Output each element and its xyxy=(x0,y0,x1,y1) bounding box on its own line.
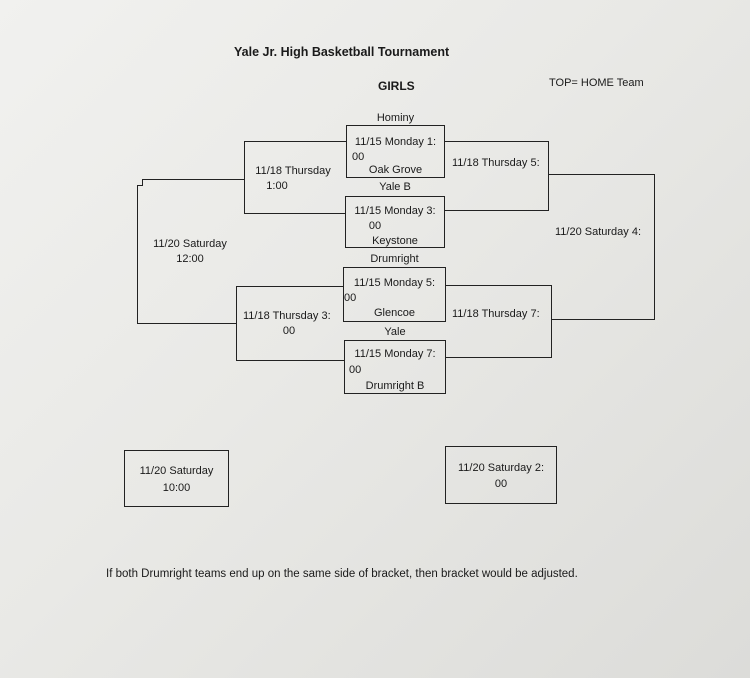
page-title: Yale Jr. High Basketball Tournament xyxy=(234,45,450,59)
r1g3-game-label: 11/15 Monday 5: xyxy=(353,277,436,289)
r1g2-bottom-team: Keystone xyxy=(372,235,418,247)
round1-game-1-box xyxy=(346,125,445,178)
r1g2-time: 00 xyxy=(368,220,382,232)
r1g1-game-label: 11/15 Monday 1: xyxy=(354,136,437,148)
r1g4-time: 00 xyxy=(349,364,362,376)
left-final-game-label: 11/20 Saturday xyxy=(153,238,227,250)
right-semi1-bottom-line xyxy=(445,210,549,211)
right-final-vertical-line xyxy=(654,174,655,320)
r1g1-top-team: Hominy xyxy=(376,112,415,124)
right-final-top-line xyxy=(548,174,654,175)
consolation-left-game-label: 11/20 Saturday xyxy=(139,465,214,477)
division-label: GIRLS xyxy=(378,79,415,93)
right-semi1-game-label: 11/18 Thursday 5: xyxy=(452,157,540,169)
r1g4-top-team: Yale xyxy=(384,326,406,338)
consolation-left-box xyxy=(124,450,229,507)
consolation-right-box xyxy=(445,446,557,504)
left-semi2-time: 00 xyxy=(282,325,296,337)
r1g1-time: 00 xyxy=(352,151,365,163)
left-semi1-top-line xyxy=(244,141,346,142)
right-semi1-vertical-line xyxy=(548,141,549,211)
right-final-bottom-line xyxy=(551,319,655,320)
consolation-right-game-label: 11/20 Saturday 2: xyxy=(457,462,545,474)
left-final-vertical-line xyxy=(137,185,138,324)
r1g2-game-label: 11/15 Monday 3: xyxy=(354,205,436,217)
r1g4-bottom-team: Drumright B xyxy=(365,380,425,392)
footer-note: If both Drumright teams end up on the sa… xyxy=(106,568,578,580)
left-semi2-vertical-line xyxy=(236,286,237,361)
r1g4-game-label: 11/15 Monday 7: xyxy=(354,348,436,360)
left-semi2-game-label: 11/18 Thursday 3: xyxy=(243,310,331,322)
left-semi2-bottom-line xyxy=(236,360,344,361)
right-semi2-top-line xyxy=(446,285,552,286)
left-semi1-game-label: 11/18 Thursday xyxy=(255,165,331,177)
left-final-vertical-top xyxy=(142,179,143,185)
consolation-left-time: 10:00 xyxy=(162,482,191,494)
r1g3-bottom-team: Glencoe xyxy=(374,307,415,319)
r1g2-top-team: Yale B xyxy=(379,181,411,193)
left-final-jog xyxy=(137,185,143,186)
r1g1-bottom-team: Oak Grove xyxy=(368,164,423,176)
left-final-top-line xyxy=(142,179,244,180)
left-semi2-top-line xyxy=(236,286,343,287)
round1-game-2-box xyxy=(345,196,445,248)
left-semi1-vertical-line xyxy=(244,141,245,214)
round1-game-3-box xyxy=(343,267,446,322)
left-final-time: 12:00 xyxy=(176,253,204,265)
right-semi2-vertical-line xyxy=(551,285,552,358)
right-semi2-bottom-line xyxy=(446,357,552,358)
home-team-note: TOP= HOME Team xyxy=(549,77,644,89)
right-final-game-label: 11/20 Saturday 4: xyxy=(555,226,642,238)
left-semi1-bottom-line xyxy=(244,213,345,214)
right-semi2-game-label: 11/18 Thursday 7: xyxy=(452,308,540,320)
consolation-right-time: 00 xyxy=(494,478,508,490)
left-final-bottom-line xyxy=(137,323,236,324)
r1g3-time: 00 xyxy=(344,292,357,304)
left-semi1-time: 1:00 xyxy=(266,180,288,192)
right-semi1-top-line xyxy=(445,141,549,142)
round1-game-4-box xyxy=(344,340,446,394)
r1g3-top-team: Drumright xyxy=(370,253,419,265)
